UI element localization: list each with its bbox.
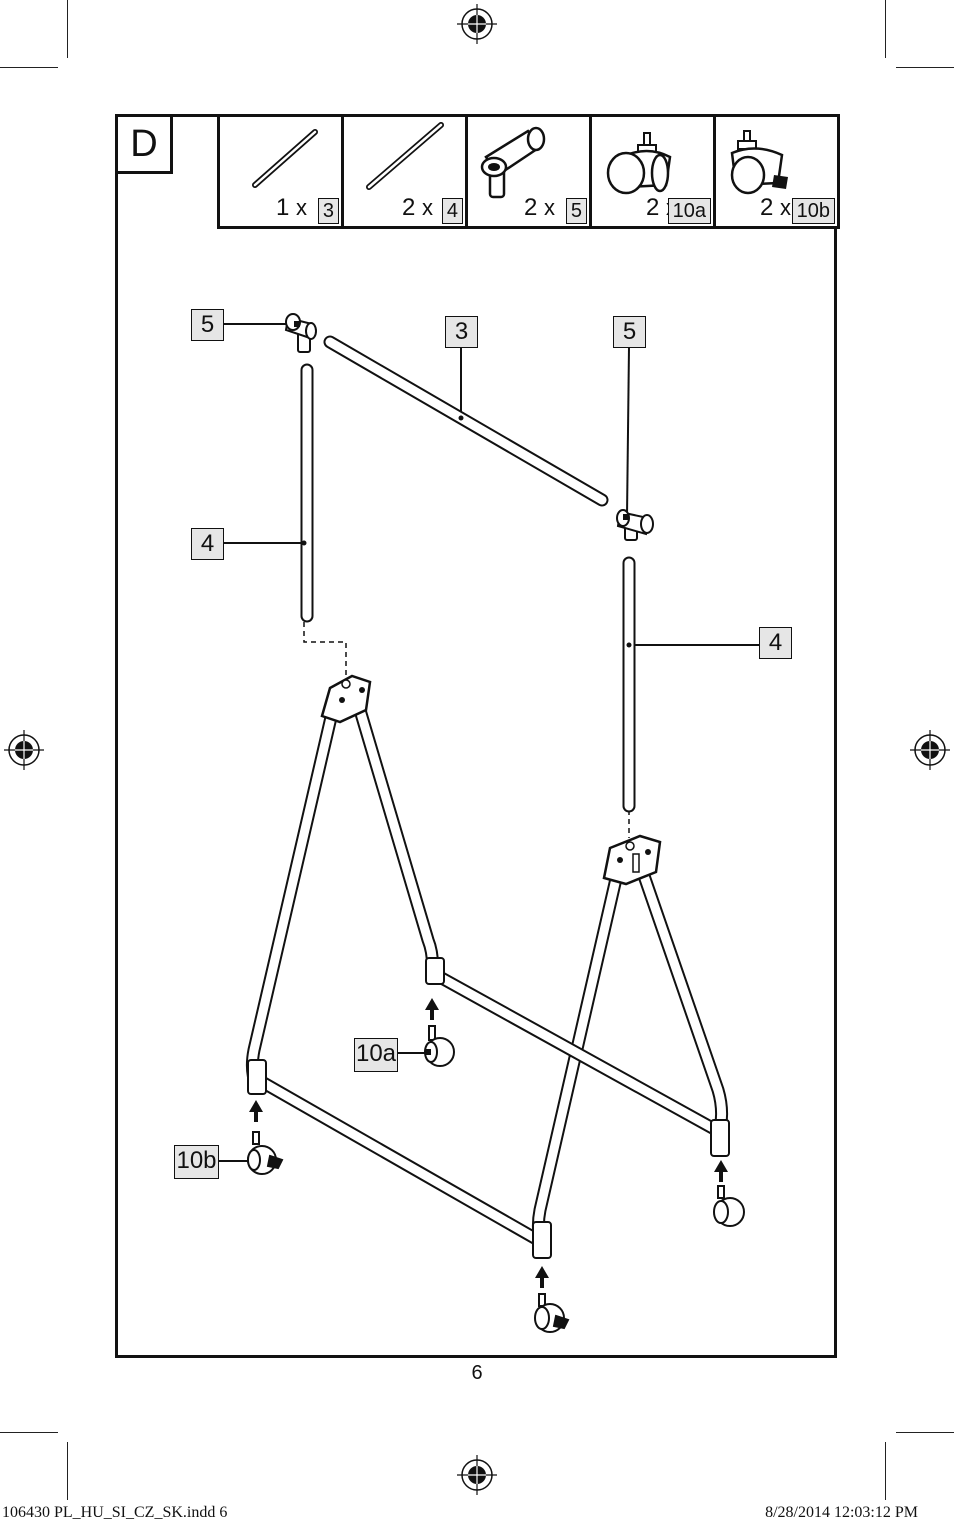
part-cell-10a: 2 x 10a: [592, 117, 716, 226]
page-number: 6: [471, 1362, 483, 1384]
callout-top-rod: 3: [445, 316, 478, 348]
parts-list: 1 x 3 2 x 4 2 x 5 2 x 10a: [217, 114, 840, 229]
part-qty: 2: [760, 194, 774, 221]
bottom-crossbars: [247, 957, 730, 1259]
part-qty: 2: [402, 194, 416, 221]
slug-file: 106430 PL_HU_SI_CZ_SK.indd 6: [2, 1504, 228, 1521]
slug-datetime: 8/28/2014 12:03:12 PM: [765, 1504, 918, 1521]
crop-mark: [0, 67, 58, 68]
insertion-arrows: [249, 998, 728, 1288]
registration-mark-icon: [457, 4, 497, 44]
callout-caster-10a: 10a: [354, 1038, 398, 1072]
t-connector-icon: [480, 126, 546, 199]
part-number-badge: 4: [441, 198, 463, 224]
caster-icon: [606, 132, 672, 195]
part-cell-5: 2 x 5: [468, 117, 592, 226]
right-pole: [622, 556, 636, 813]
part-qty: 1: [276, 194, 290, 221]
short-rod-icon: [252, 129, 318, 188]
caster-rear: [713, 1185, 745, 1227]
part-qty: 2: [524, 194, 538, 221]
crop-mark: [896, 1432, 954, 1433]
part-times: x: [544, 195, 556, 220]
callout-pole-left: 4: [191, 528, 224, 560]
part-cell-10b: 2 x 10b: [716, 117, 837, 226]
step-letter: D: [115, 114, 173, 174]
caster-10b: [247, 1131, 284, 1175]
part-number-badge: 3: [317, 198, 339, 224]
caster-10a: [424, 1025, 455, 1067]
callout-connector-right: 5: [613, 316, 646, 348]
part-number-badge: 10b: [791, 198, 835, 224]
part-times: x: [296, 195, 308, 220]
callout-pole-right: 4: [759, 627, 792, 659]
callout-connector-left: 5: [191, 309, 224, 341]
part-cell-3: 1 x 3: [220, 117, 344, 226]
part-qty: 2: [646, 194, 660, 221]
caster-front: [534, 1293, 570, 1333]
part-number-badge: 10a: [667, 198, 711, 224]
left-leg-frame: [245, 674, 439, 1092]
part-times: x: [422, 195, 434, 220]
crop-mark: [67, 0, 68, 58]
crop-mark: [67, 1442, 68, 1500]
long-rod-icon: [366, 122, 444, 190]
left-connector: [284, 313, 317, 353]
registration-mark-icon: [910, 730, 950, 770]
crop-mark: [885, 0, 886, 58]
part-cell-4: 2 x 4: [344, 117, 468, 226]
part-times: x: [780, 195, 792, 220]
crop-mark: [885, 1442, 886, 1500]
right-connector: [616, 509, 654, 541]
registration-mark-icon: [4, 730, 44, 770]
crop-mark: [0, 1432, 58, 1433]
callout-caster-10b: 10b: [174, 1145, 219, 1179]
left-pole: [300, 363, 314, 623]
registration-mark-icon: [457, 1455, 497, 1495]
locking-caster-icon: [730, 130, 788, 195]
crop-mark: [896, 67, 954, 68]
part-number-badge: 5: [565, 198, 587, 224]
top-rod: [323, 335, 609, 507]
